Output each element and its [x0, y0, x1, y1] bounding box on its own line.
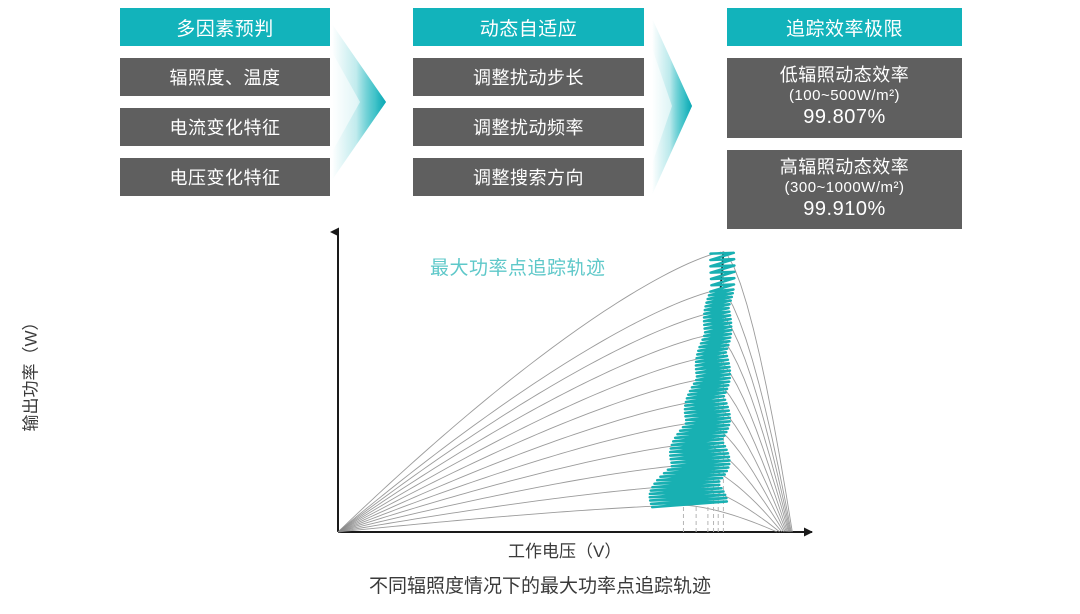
stat-card-low-irradiance: 低辐照动态效率 (100~500W/m²) 99.807%	[727, 58, 962, 138]
mppt-chart-plot	[330, 227, 813, 537]
stat-card-high-irradiance: 高辐照动态效率 (300~1000W/m²) 99.910%	[727, 149, 962, 230]
x-axis-label: 工作电压（V）	[508, 542, 622, 561]
flow-item-adjust-direction: 调整搜索方向	[413, 158, 644, 196]
stat-value-high-irradiance: 99.910%	[803, 197, 886, 220]
chevron-right-icon-1	[330, 22, 410, 187]
flow-item-current-characteristic: 电流变化特征	[120, 108, 330, 146]
pv-curve	[337, 504, 778, 533]
mppt-chart-section: 最大功率点追踪轨迹 输出功率（W） 工作电压（V） 不同辐照度情况下的最大功率点…	[0, 215, 1080, 614]
flow-header-tracking-limit: 追踪效率极限	[727, 8, 962, 46]
flow-item-adjust-frequency: 调整扰动频率	[413, 108, 644, 146]
y-axis-label: 输出功率（W）	[21, 313, 41, 432]
stat-title-low-irradiance: 低辐照动态效率	[779, 65, 910, 85]
flow-header-factors: 多因素预判	[120, 8, 330, 46]
process-flow-section: 多因素预判 辐照度、温度 电流变化特征 电压变化特征 动态自适应 调整扰动步长 …	[0, 0, 1080, 230]
mppt-oscillation-path	[648, 251, 736, 509]
mppt-tracking-trace	[648, 251, 736, 509]
flow-item-adjust-step-size: 调整扰动步长	[413, 58, 644, 96]
flow-item-voltage-characteristic: 电压变化特征	[120, 158, 330, 196]
stat-title-high-irradiance: 高辐照动态效率	[779, 156, 910, 177]
flow-column-tracking-limit: 追踪效率极限 低辐照动态效率 (100~500W/m²) 99.807% 高辐照…	[727, 8, 962, 241]
mppt-trace-annotation: 最大功率点追踪轨迹	[430, 258, 606, 279]
flow-header-adaptive: 动态自适应	[413, 8, 644, 46]
chart-axes	[330, 227, 813, 537]
flow-column-factors: 多因素预判 辐照度、温度 电流变化特征 电压变化特征	[120, 8, 330, 208]
stat-range-low-irradiance: (100~500W/m²)	[788, 86, 901, 104]
chart-caption: 不同辐照度情况下的最大功率点追踪轨迹	[368, 576, 711, 597]
stat-range-high-irradiance: (300~1000W/m²)	[784, 178, 905, 196]
flow-item-irradiance-temperature: 辐照度、温度	[120, 58, 330, 96]
chevron-right-icon-2	[648, 14, 708, 204]
stat-value-low-irradiance: 99.807%	[803, 106, 886, 129]
flow-column-adaptive: 动态自适应 调整扰动步长 调整扰动频率 调整搜索方向	[413, 8, 644, 208]
